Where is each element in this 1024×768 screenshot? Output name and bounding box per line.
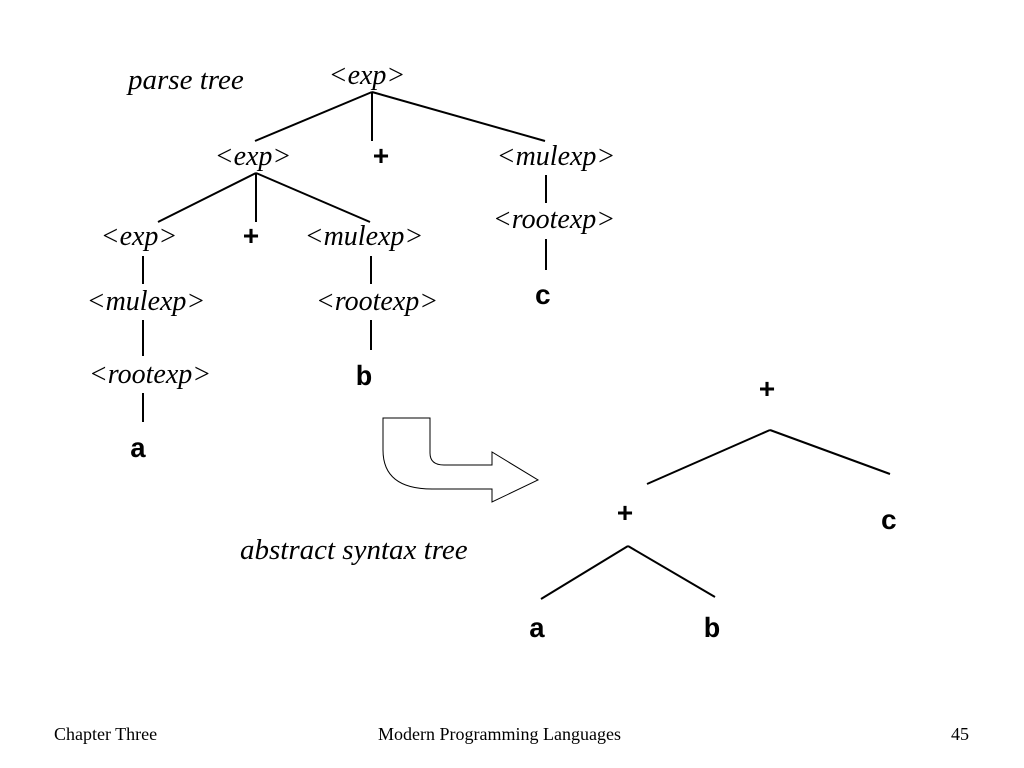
node-exp-root: <exp>: [329, 60, 406, 91]
edge-exp1-exp2: [157, 172, 257, 223]
node-mulexp-1: <mulexp>: [497, 141, 616, 172]
footer-page-number: 45: [951, 724, 969, 744]
ast-node-leaf-a: a: [529, 615, 546, 646]
ast-node-plus-inner: +: [617, 500, 634, 531]
edge-root-exp1: [254, 91, 373, 142]
node-leaf-a: a: [130, 435, 147, 466]
edge-exp1-mulexp2: [255, 172, 371, 223]
node-rootexp-a: <rootexp>: [89, 359, 211, 390]
node-exp-1: <exp>: [215, 141, 292, 172]
node-leaf-b: b: [356, 363, 373, 394]
node-rootexp-b: <rootexp>: [316, 286, 438, 317]
parse-tree-edges: [142, 91, 547, 422]
node-plus-1: +: [373, 143, 390, 174]
edge-ast-inner-b: [627, 545, 716, 598]
edge-ast-root-c: [769, 429, 891, 475]
edge-ast-inner-a: [540, 545, 629, 600]
ast-node-leaf-b: b: [704, 615, 721, 646]
node-mulexp-3: <mulexp>: [87, 286, 206, 317]
ast-caption: abstract syntax tree: [240, 534, 468, 566]
parse-tree-caption: parse tree: [126, 64, 244, 96]
node-leaf-c: c: [535, 282, 552, 313]
transform-arrow-icon: [382, 417, 540, 503]
node-exp-2: <exp>: [101, 221, 178, 252]
abstract-syntax-tree: + + c a b: [529, 376, 898, 646]
edge-ast-root-inner: [646, 429, 771, 485]
footer-chapter: Chapter Three: [54, 724, 158, 744]
ast-node-leaf-c: c: [881, 507, 898, 538]
edge-root-mulexp1: [371, 91, 546, 142]
ast-node-plus-root: +: [759, 376, 776, 407]
node-mulexp-2: <mulexp>: [305, 221, 424, 252]
footer-book-title: Modern Programming Languages: [378, 724, 621, 744]
parse-tree: <exp> <exp> + <mulexp> <exp> + <mulexp> …: [87, 60, 616, 466]
node-plus-2: +: [243, 223, 260, 254]
node-rootexp-c: <rootexp>: [493, 204, 615, 235]
ast-edges: [540, 429, 891, 600]
